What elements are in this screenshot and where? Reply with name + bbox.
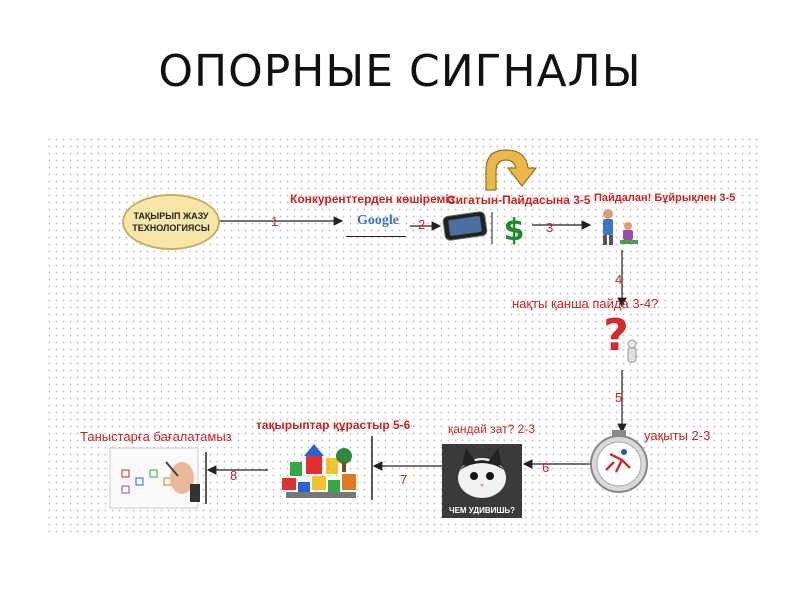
google-underline bbox=[346, 236, 406, 237]
step-number-8: 8 bbox=[230, 468, 238, 483]
label-what-thing: қандай зат? 2-3 bbox=[448, 422, 536, 436]
dollar-sign-icon: $ bbox=[504, 213, 525, 248]
toy-blocks-icon bbox=[282, 444, 356, 498]
svg-text:?: ? bbox=[603, 310, 629, 361]
label-time: уақыты 2-3 bbox=[644, 428, 711, 443]
label-competitors: Конкуренттерден көшіреміз bbox=[290, 192, 455, 206]
page-title: ОПОРНЫЕ СИГНАЛЫ bbox=[158, 46, 642, 97]
people-icon bbox=[603, 209, 638, 245]
step-number-3: 3 bbox=[546, 220, 554, 235]
cat-meme-image bbox=[442, 444, 522, 518]
step-number-2: 2 bbox=[418, 217, 426, 232]
google-logo: Google bbox=[350, 208, 406, 234]
curved-loop-arrow-icon bbox=[485, 149, 538, 191]
label-use-command: Пайдалан! Бұйрықлен 3-5 bbox=[594, 192, 736, 204]
step-number-7: 7 bbox=[400, 472, 408, 487]
start-node-oval: ТАҚЫРЫП ЖАЗУ ТЕХНОЛОГИЯСЫ bbox=[122, 194, 220, 250]
label-real-benefit: нақты қанша пайда 3-4? bbox=[512, 296, 659, 311]
question-mark-icon: ? bbox=[603, 310, 637, 363]
label-evaluate: Таныстарға бағалатамыз bbox=[80, 429, 232, 444]
label-build-topics: тақырыптар құрастыр 5-6 bbox=[256, 418, 411, 432]
google-logo-text: Google bbox=[357, 213, 399, 228]
step-number-6: 6 bbox=[542, 460, 550, 475]
meme-caption: ЧЕМ УДИВИШЬ? bbox=[448, 506, 516, 515]
label-signature-benefit: Сигатын-Пайдасына 3-5 bbox=[447, 193, 591, 207]
step-number-4: 4 bbox=[615, 272, 623, 287]
step-number-5: 5 bbox=[615, 390, 623, 405]
stopwatch-runner-icon bbox=[590, 430, 648, 493]
smartphone-icon bbox=[442, 211, 488, 241]
checklist-hand-icon bbox=[109, 447, 200, 509]
step-number-1: 1 bbox=[271, 214, 279, 229]
start-node-line1: ТАҚЫРЫП ЖАЗУ bbox=[133, 211, 209, 221]
svg-text:$: $ bbox=[504, 213, 525, 248]
start-node-line2: ТЕХНОЛОГИЯСЫ bbox=[132, 223, 210, 233]
